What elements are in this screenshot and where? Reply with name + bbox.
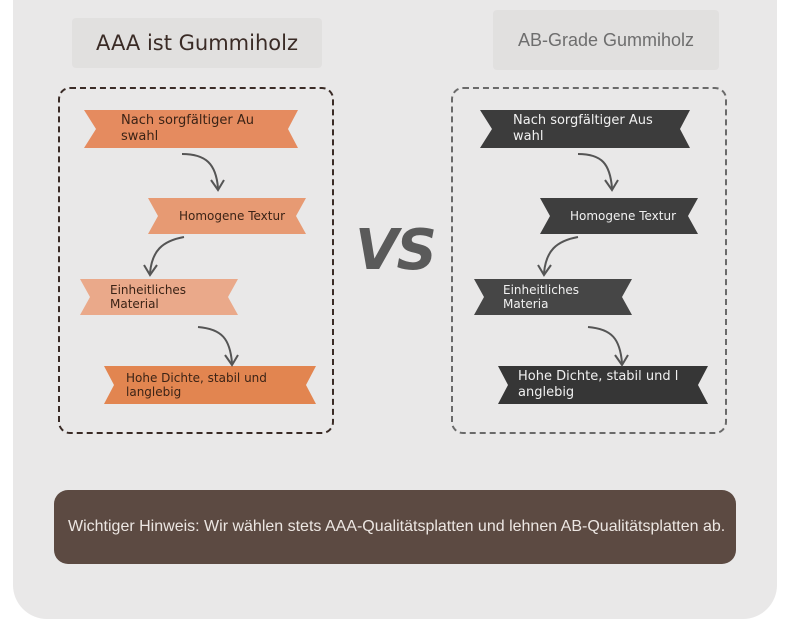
important-notice: Wichtiger Hinweis: Wir wählen stets AAA-… <box>54 490 736 564</box>
aaa-step-3: Einheitliches Material <box>80 277 238 317</box>
important-notice-text: Wichtiger Hinweis: Wir wählen stets AAA-… <box>68 518 726 535</box>
ab-frame <box>451 87 727 434</box>
ab-title-text: AB-Grade Gummiholz <box>517 29 695 50</box>
curved-arrow-icon <box>537 236 579 277</box>
curved-arrow-icon <box>587 326 629 367</box>
banner-shape <box>480 110 690 148</box>
curved-arrow-icon <box>197 326 239 367</box>
ab-step-2: Homogene Textur <box>540 196 698 236</box>
ab-step-4-label: Hohe Dichte, stabil und l anglebig <box>518 369 679 400</box>
aaa-step-2-label: Homogene Textur <box>179 208 286 223</box>
ab-step-4: Hohe Dichte, stabil und l anglebig <box>498 364 708 406</box>
aaa-frame <box>58 87 334 434</box>
banner-shape <box>80 279 238 315</box>
banner-shape <box>498 366 708 404</box>
banner-shape <box>540 198 698 234</box>
ab-step-1: Nach sorgfältiger Aus wahl <box>480 108 690 150</box>
curved-arrow-icon <box>181 153 225 192</box>
ab-step-2-label: Homogene Textur <box>570 208 677 223</box>
ab-step-3-label: Einheitliches Materia <box>503 282 580 311</box>
aaa-step-1-label: Nach sorgfältiger Au swahl <box>121 113 255 144</box>
curved-arrow-icon <box>577 153 619 192</box>
vs-label: VS <box>355 218 437 283</box>
banner-shape <box>84 110 298 148</box>
aaa-title-text: AAA ist Gummiholz <box>96 31 298 55</box>
ab-step-3: Einheitliches Materia <box>474 277 632 317</box>
ab-step-1-label: Nach sorgfältiger Aus wahl <box>513 113 653 144</box>
aaa-step-1: Nach sorgfältiger Au swahl <box>84 108 298 150</box>
ab-title: AB-Grade Gummiholz <box>493 10 719 70</box>
aaa-step-2: Homogene Textur <box>148 196 306 236</box>
aaa-title: AAA ist Gummiholz <box>72 18 322 68</box>
aaa-step-3-label: Einheitliches Material <box>110 282 187 311</box>
curved-arrow-icon <box>143 236 185 277</box>
aaa-step-4-label: Hohe Dichte, stabil und langlebig <box>126 370 267 399</box>
banner-shape <box>148 198 306 234</box>
aaa-step-4: Hohe Dichte, stabil und langlebig <box>104 364 316 406</box>
banner-shape <box>104 366 316 404</box>
banner-shape <box>474 279 632 315</box>
